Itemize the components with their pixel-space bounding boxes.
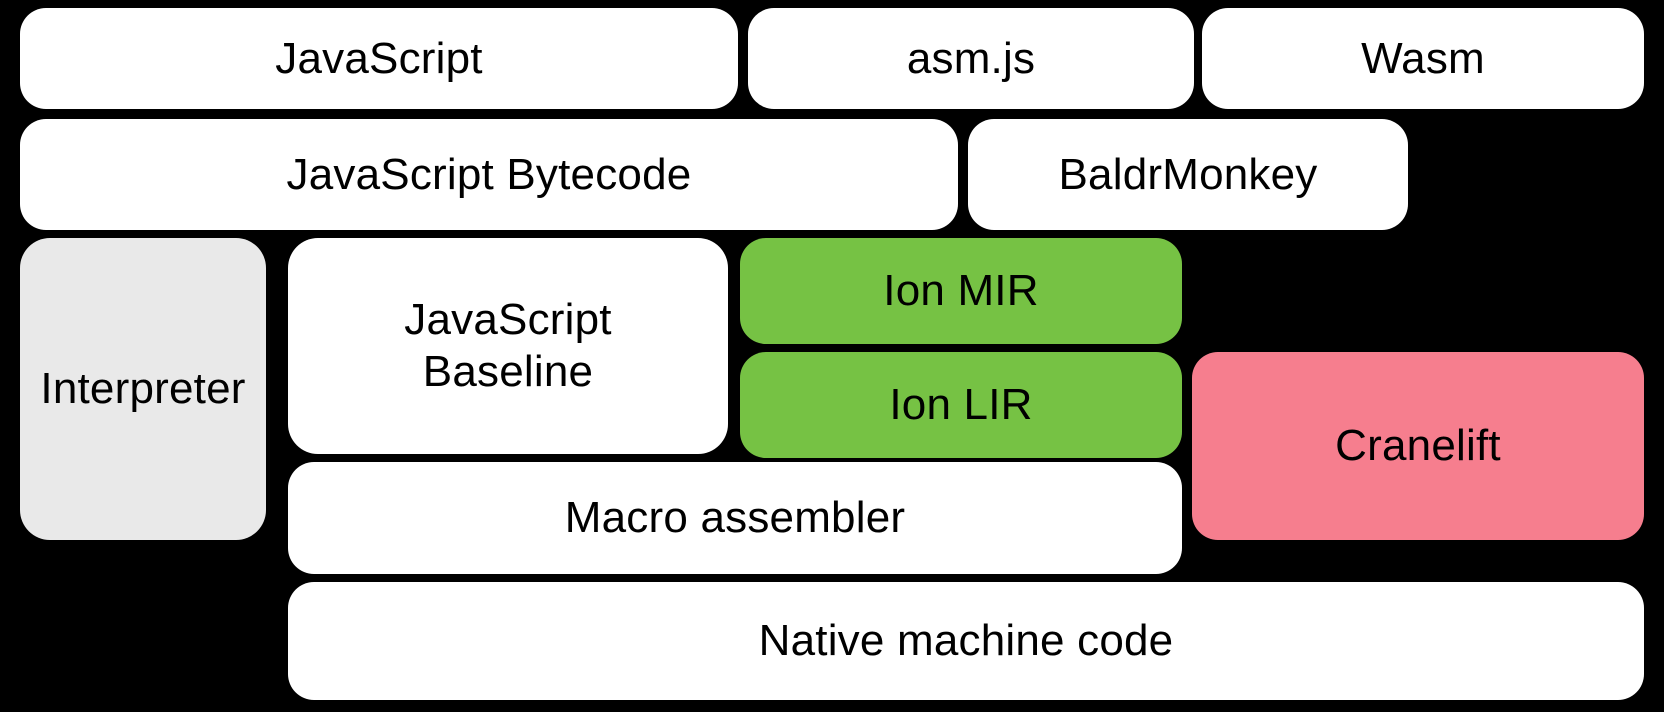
node-javascript: JavaScript — [20, 8, 738, 109]
node-baldrmonkey: BaldrMonkey — [968, 119, 1408, 230]
node-ion-lir: Ion LIR — [740, 352, 1182, 458]
node-javascript-baseline: JavaScript Baseline — [288, 238, 728, 454]
node-wasm: Wasm — [1202, 8, 1644, 109]
node-macro-assembler: Macro assembler — [288, 462, 1182, 574]
node-ion-mir: Ion MIR — [740, 238, 1182, 344]
node-native-machine-code: Native machine code — [288, 582, 1644, 700]
node-interpreter: Interpreter — [20, 238, 266, 540]
node-javascript-bytecode: JavaScript Bytecode — [20, 119, 958, 230]
node-cranelift: Cranelift — [1192, 352, 1644, 540]
node-asm-js: asm.js — [748, 8, 1194, 109]
